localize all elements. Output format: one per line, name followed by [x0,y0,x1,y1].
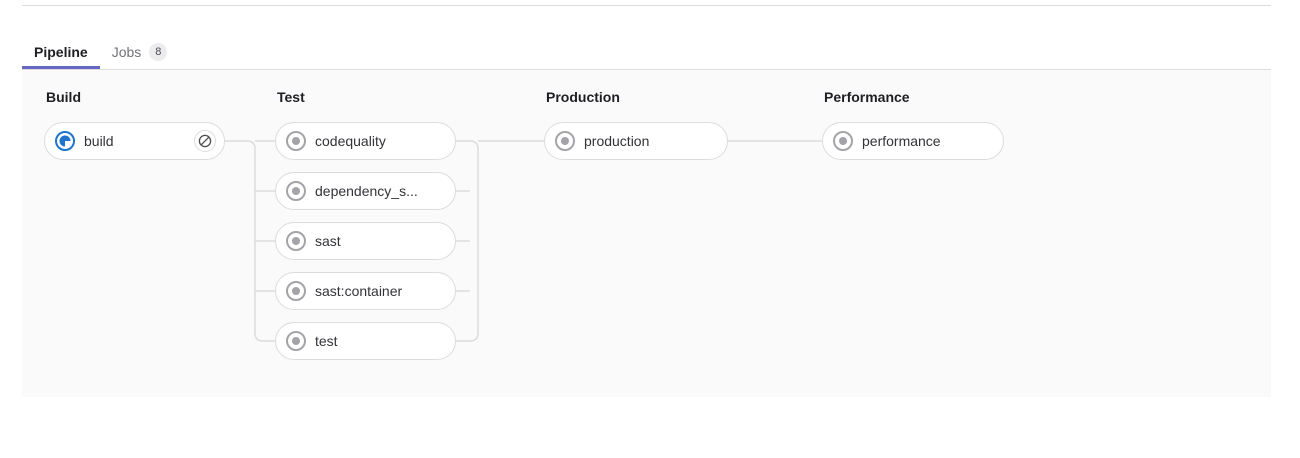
status-created-icon [286,231,306,251]
job-codequality-label: codequality [315,133,386,149]
tab-jobs-badge: 8 [149,43,168,61]
status-created-icon [555,131,575,151]
pipeline-graph-panel: Build build Test [22,70,1271,397]
job-sast-label: sast [315,233,341,249]
tab-pipeline[interactable]: Pipeline [22,22,100,69]
job-production[interactable]: production [544,122,728,160]
status-created-icon [286,281,306,301]
cancel-icon[interactable] [194,130,216,152]
job-performance[interactable]: performance [822,122,1004,160]
job-build-label: build [84,133,114,149]
status-created-icon [286,331,306,351]
job-dependency-scanning[interactable]: dependency_s... [275,172,456,210]
tab-bar: Pipeline Jobs 8 [22,22,1271,70]
job-test-label: test [315,333,338,349]
job-build[interactable]: build [44,122,225,160]
job-test[interactable]: test [275,322,456,360]
stage-production-title: Production [546,89,620,105]
status-running-icon [55,131,75,151]
tab-jobs-label: Jobs [111,44,142,60]
tab-pipeline-label: Pipeline [34,44,88,60]
pipeline-connectors [221,140,822,342]
job-codequality[interactable]: codequality [275,122,456,160]
job-sast-container-label: sast:container [315,283,403,299]
job-production-label: production [584,133,650,149]
stage-build-title: Build [46,89,81,105]
stage-performance-title: Performance [824,89,910,105]
job-sast-container[interactable]: sast:container [275,272,456,310]
job-performance-label: performance [862,133,941,149]
stage-test-title: Test [277,89,305,105]
job-sast[interactable]: sast [275,222,456,260]
top-divider [22,5,1271,6]
status-created-icon [286,131,306,151]
status-created-icon [833,131,853,151]
tab-jobs[interactable]: Jobs 8 [100,22,180,69]
status-created-icon [286,181,306,201]
job-dependency-scanning-label: dependency_s... [315,183,418,199]
